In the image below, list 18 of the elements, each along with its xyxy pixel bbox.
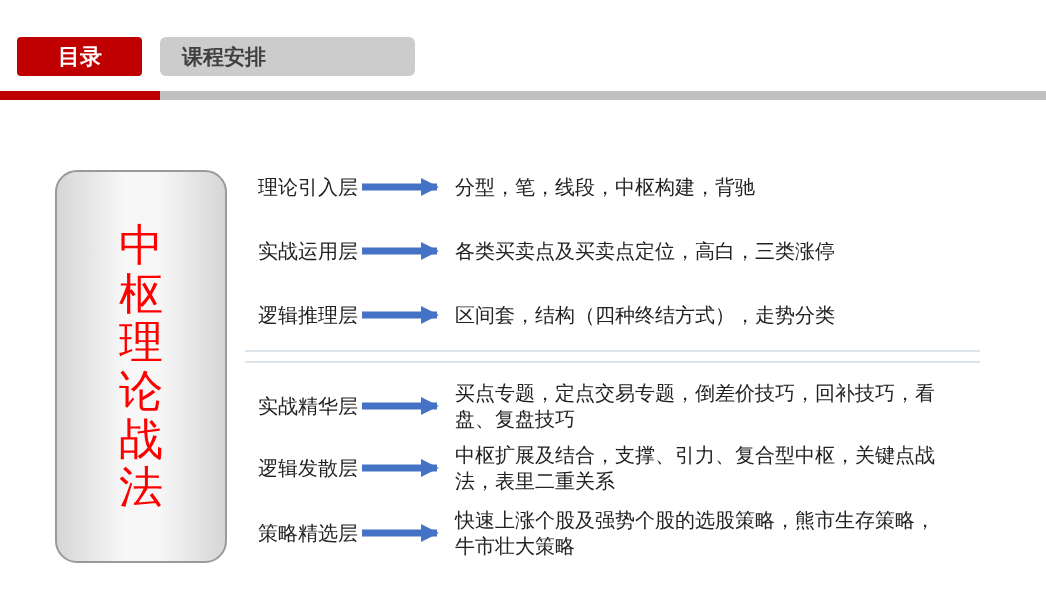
header-bar-panel [160,37,415,76]
description-text: 快速上涨个股及强势个股的选股策略，熊市生存策略，牛市壮大策略 [455,507,936,559]
layer-label: 实战精华层 [258,392,358,420]
tab-button [17,37,142,76]
description-text: 中枢扩展及结合，支撑、引力、复合型中枢，关键点战法，表里二重关系 [455,442,936,494]
layer-label: 逻辑发散层 [258,454,358,482]
tab-label: 目录 [57,42,102,71]
layer-label: 理论引入层 [258,173,358,201]
title-panel [55,170,227,563]
description-text: 买点专题，定点交易专题，倒差价技巧，回补技巧，看盘、复盘技巧 [455,380,936,432]
description-text: 区间套，结构（四种终结方式），走势分类 [455,302,836,328]
description-text: 各类买卖点及买卖点定位，高白，三类涨停 [455,238,836,264]
vertical-title: 中枢理论战法 [119,221,163,512]
section-title: 课程安排 [182,43,266,71]
layer-label: 实战运用层 [258,237,358,265]
layer-label: 逻辑推理层 [258,301,358,329]
layer-label: 策略精选层 [258,519,358,547]
description-text: 分型，笔，线段，中枢构建，背驰 [455,174,756,200]
